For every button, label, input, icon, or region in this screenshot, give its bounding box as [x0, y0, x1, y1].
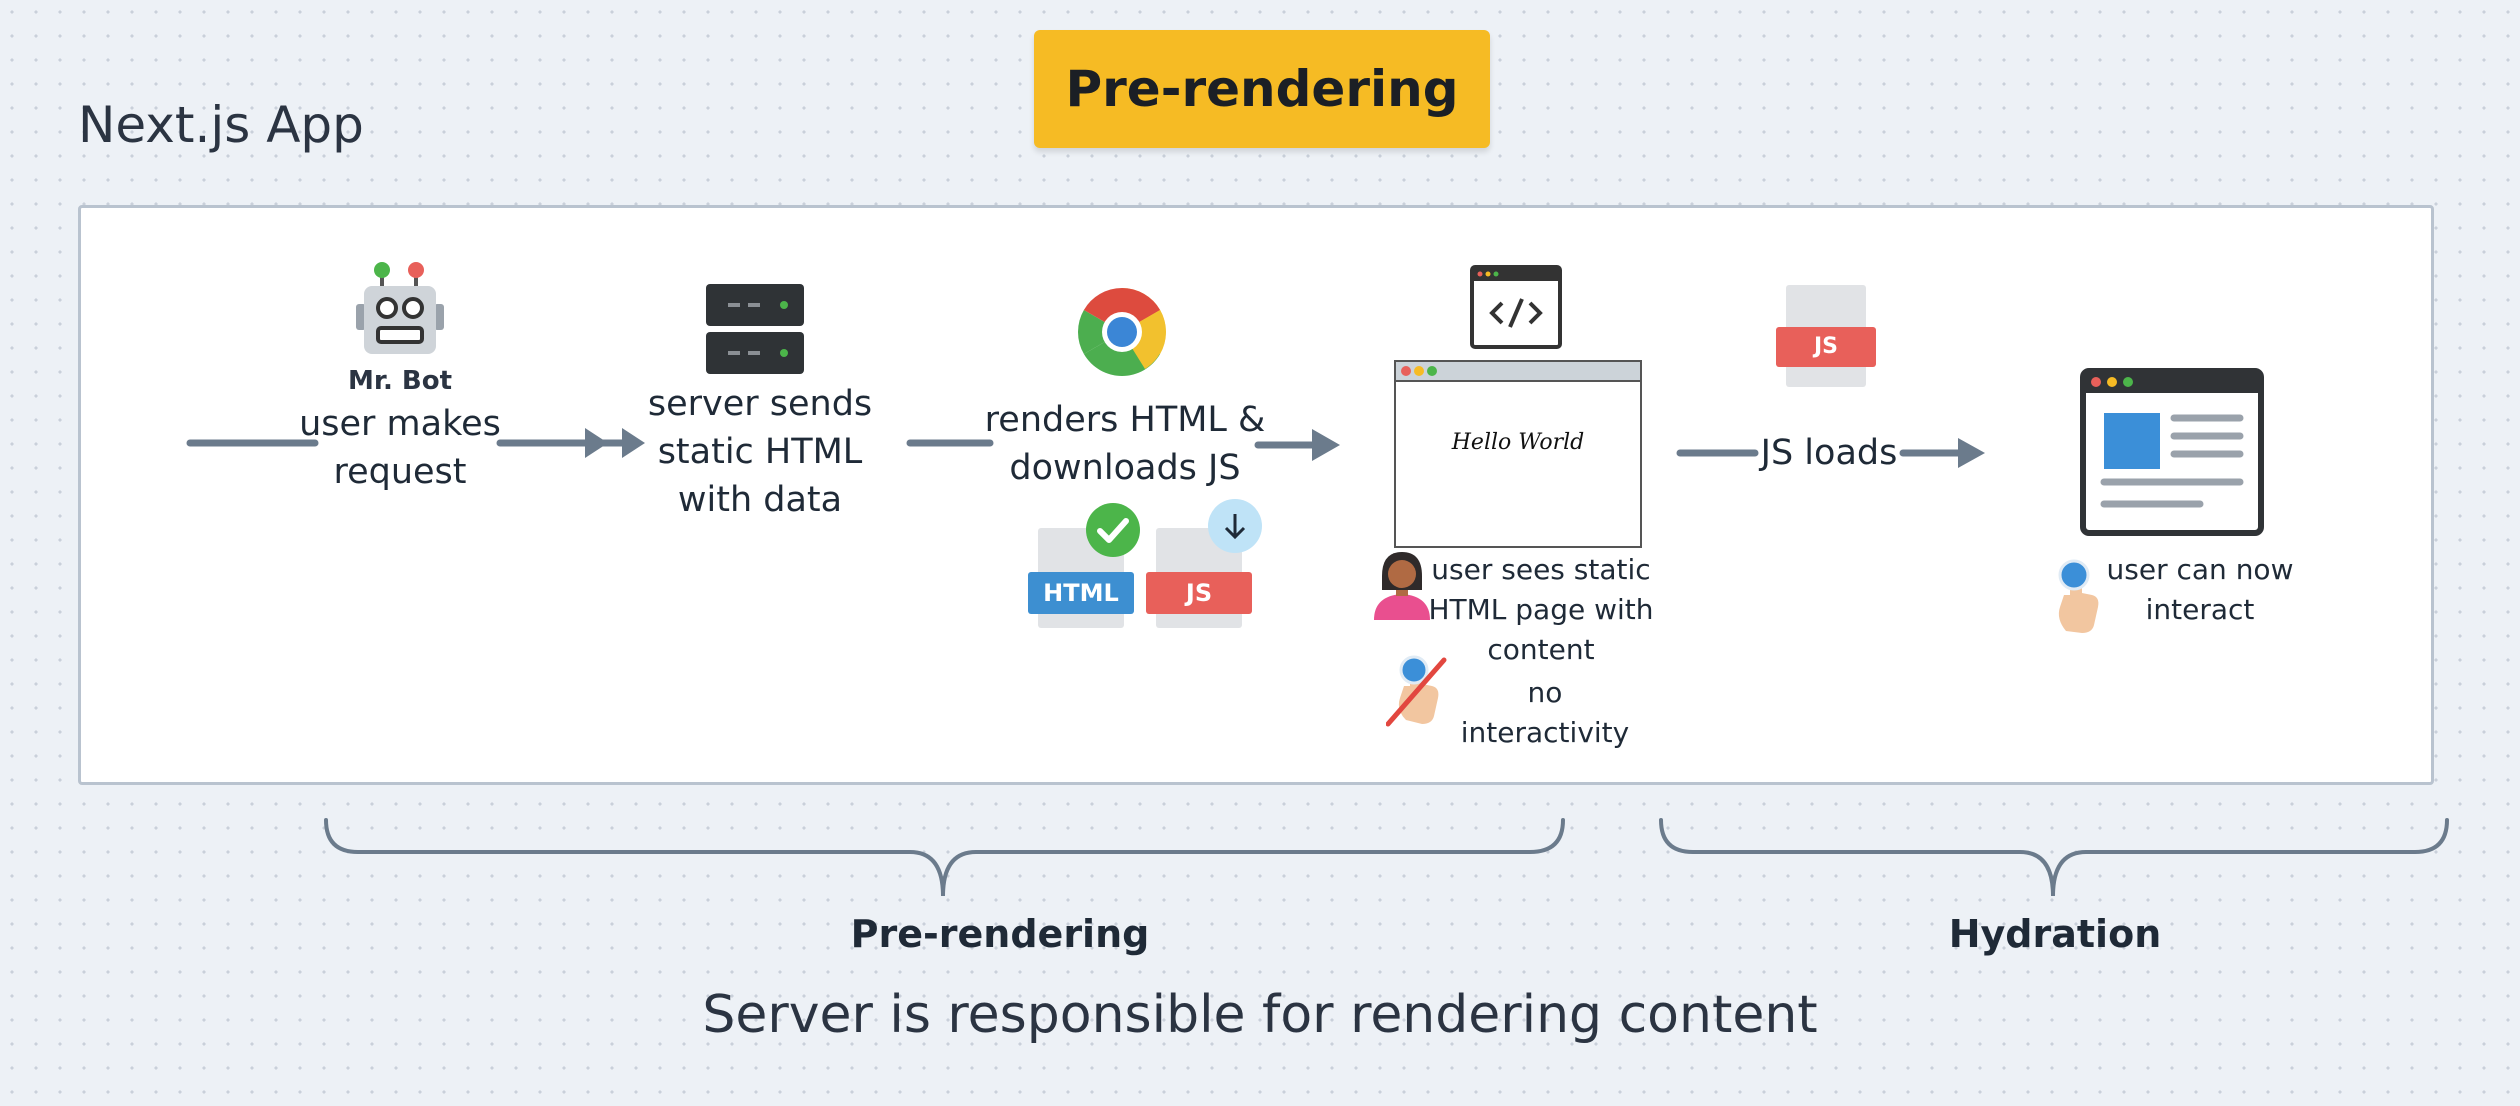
robot-icon	[356, 262, 444, 354]
chrome-icon	[1078, 288, 1166, 376]
arrow-4-head	[1312, 429, 1340, 461]
interact-label: user can now interact	[2106, 553, 2294, 626]
js-file-icon-2: JS	[1776, 285, 1876, 387]
code-window-icon	[1470, 265, 1562, 349]
html-file-label: HTML	[1028, 572, 1134, 614]
arrow-2b-head	[622, 428, 645, 458]
app-label: Next.js App	[78, 96, 364, 154]
arrow-2a-head	[585, 428, 608, 458]
user-avatar-icon	[1374, 552, 1430, 620]
html-file-icon: HTML	[1028, 520, 1134, 628]
arrow-6-head	[1958, 438, 1985, 468]
js-file-label-2: JS	[1776, 327, 1876, 367]
server-icon	[706, 284, 804, 374]
user-request-label: user makes request	[299, 404, 501, 492]
footer-caption: Server is responsible for rendering cont…	[702, 985, 1818, 1045]
brace-prerendering	[324, 818, 1565, 897]
pointer-hand-icon	[2058, 559, 2099, 633]
check-icon	[1086, 503, 1140, 557]
hello-world-text: Hello World	[1451, 430, 1585, 455]
hydration-brace-label: Hydration	[1948, 912, 2162, 956]
user-sees-label: user sees static HTML page with content	[1428, 553, 1654, 666]
js-loads-label: JS loads	[1760, 433, 1898, 473]
static-page-window: Hello World	[1394, 360, 1642, 548]
brace-hydration	[1659, 818, 2449, 897]
diagram-panel	[78, 205, 2434, 785]
browser-label: renders HTML & downloads JS	[984, 400, 1266, 488]
download-icon	[1208, 499, 1262, 553]
no-interactivity-label: no interactivity	[1460, 676, 1630, 749]
prerendering-brace-label: Pre-rendering	[850, 912, 1150, 956]
server-label: server sends static HTML with data	[647, 384, 873, 520]
browser-window-icon	[2080, 368, 2264, 536]
bot-name: Mr. Bot	[347, 366, 453, 396]
no-pointer-icon	[1386, 655, 1447, 727]
js-file-label: JS	[1146, 572, 1252, 614]
title-badge: Pre-rendering	[1034, 30, 1490, 148]
